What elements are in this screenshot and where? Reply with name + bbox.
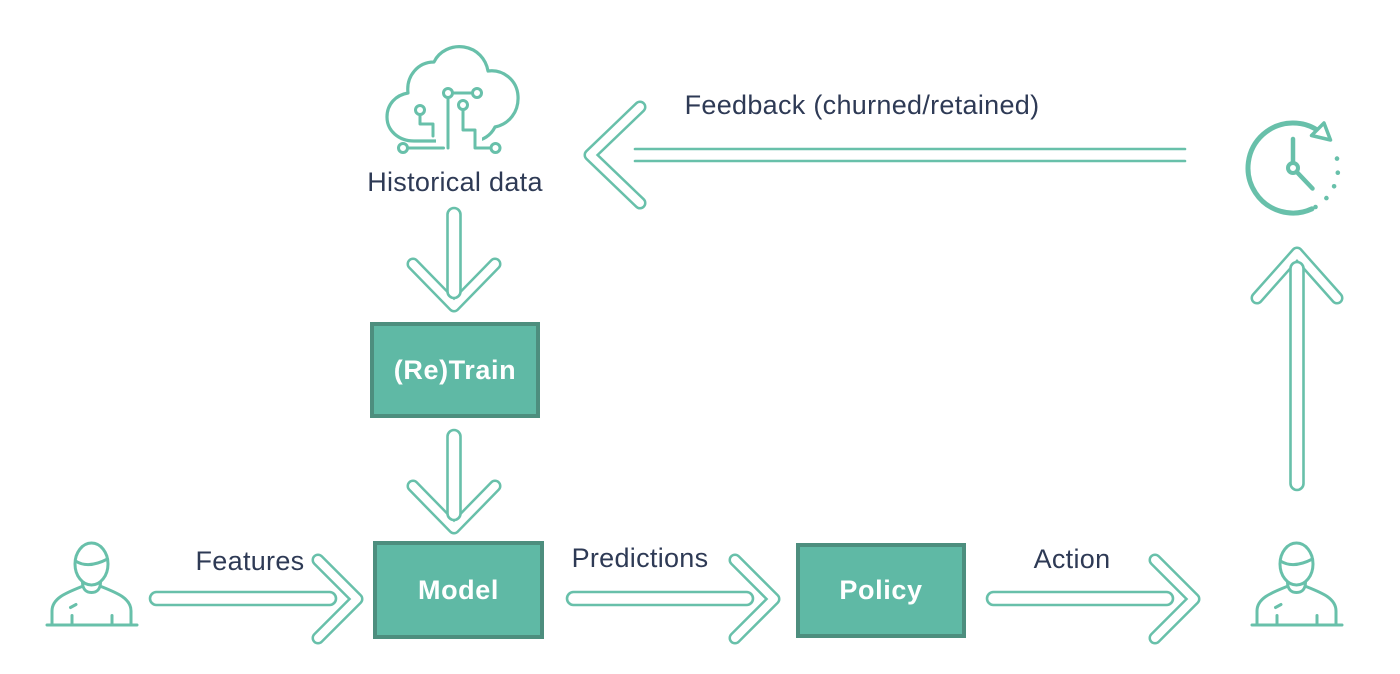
down-arrow-2 bbox=[406, 428, 502, 535]
features-label: Features bbox=[195, 546, 305, 576]
predictions-arrow bbox=[565, 553, 781, 645]
history-clock-icon bbox=[1245, 120, 1341, 216]
retrain-box-label: (Re)Train bbox=[393, 354, 517, 385]
loop-up-arrow bbox=[1250, 246, 1344, 492]
policy-box-label: Policy bbox=[839, 575, 923, 605]
predictions-label: Predictions bbox=[571, 543, 709, 573]
user-icon-left bbox=[45, 541, 139, 627]
feedback-arrow bbox=[583, 100, 1187, 210]
cloud-circuit-icon bbox=[385, 45, 520, 154]
model-box-label: Model bbox=[418, 574, 499, 605]
features-arrow bbox=[148, 553, 364, 645]
feedback-label: Feedback (churned/retained) bbox=[684, 90, 1040, 120]
retrain-box: (Re)Train bbox=[370, 322, 540, 418]
user-icon-right bbox=[1250, 541, 1344, 627]
model-box: Model bbox=[373, 541, 544, 639]
action-label: Action bbox=[1033, 544, 1111, 574]
down-arrow-1 bbox=[406, 206, 502, 313]
action-arrow bbox=[985, 553, 1201, 645]
historical-data-label: Historical data bbox=[367, 167, 543, 197]
policy-box: Policy bbox=[796, 543, 966, 638]
